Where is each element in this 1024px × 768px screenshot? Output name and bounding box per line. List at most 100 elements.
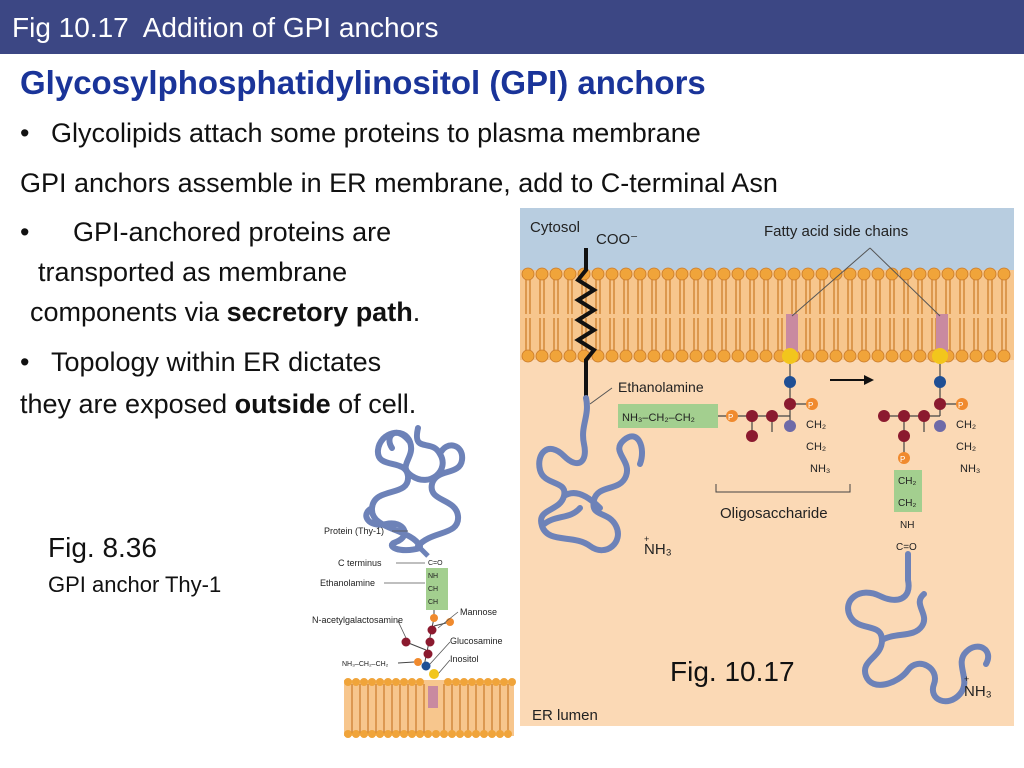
transmembrane-helix [574,248,598,398]
inositol-dot [429,669,439,679]
label-nacetylgalactosamine: N-acetylgalactosamine [312,615,403,625]
label-protein: Protein (Thy-1) [324,526,384,536]
bullet-3-text-3a: components via [30,297,227,327]
phosphate-dot [430,614,438,622]
bullet-3-line-3: components via secretory path. [30,297,420,328]
nh3-2: NH₃ [960,463,980,475]
fig-836-caption: Fig. 8.36 [48,532,157,563]
cytosol-region [520,208,1014,270]
label-ethanolamine-formula: NH₃–CH₂–CH₂ [342,661,389,668]
mannose-dot-1 [427,625,437,635]
plus-sign-1: + [644,534,649,544]
inositol-dot-2 [932,348,948,364]
nacetyl-dot-2 [934,420,946,432]
bullet-3-text-1: GPI-anchored proteins are [72,217,392,247]
mannose-dot-2e [898,430,910,442]
label-nh3-free: NH₃ [644,541,672,558]
nacetyl-dot [401,637,411,647]
nacetyl-dot-1 [784,420,796,432]
label-er-lumen: ER lumen [532,707,598,724]
bullet-4-text-2a: they are exposed [20,389,235,419]
thy1-protein-chain [363,425,466,554]
bullet-1-text: Glycolipids attach some proteins to plas… [50,118,701,148]
phosphate-dot-2b [956,398,968,410]
ch2-v1: CH₂ [898,476,916,487]
fig-836-diagram: Protein (Thy-1) C terminus C=O NH CH CH … [312,425,516,738]
label-nh3-bottom: NH₃ [964,683,992,700]
line-2: GPI anchors assemble in ER membrane, add… [20,168,778,198]
ch2-2b: CH₂ [956,441,976,453]
label-cytosol: Cytosol [530,219,580,236]
glucosamine-dot [421,661,431,671]
label-ch2-a: CH [428,586,438,593]
mannose-dot-1d [746,430,758,442]
fig-1017-diagram: Fatty acid side chains Cytosol COO⁻ NH₃ … [520,208,1014,726]
label-mannose: Mannose [460,607,497,617]
ethanolamine-box-2 [894,470,922,512]
mannose-dot-1b [766,410,778,422]
nh3-1: NH₃ [810,463,830,475]
fatty-acid-chain-2 [936,314,948,352]
phosphate-dot-2c [898,452,910,464]
label-ch2-b: CH [428,599,438,606]
p-label-2b: P [958,401,963,410]
protein-1-chain [536,395,645,554]
plus-sign-2: + [964,674,969,684]
mannose-dot-4 [423,649,433,659]
label-inositol: Inositol [450,654,479,664]
label-glucosamine: Glucosamine [450,636,503,646]
bullet-3-line-1: • GPI-anchored proteins are [20,217,391,248]
ethanolamine-box-1 [618,404,718,428]
ch2-2a: CH₂ [956,419,976,431]
mannose-dot-2d [934,398,946,410]
phosphate-dot-2 [414,658,422,666]
bullet-4-line-2: they are exposed outside of cell. [20,389,416,420]
label-ethanolamine: Ethanolamine [320,578,375,588]
secretory-path-bold: secretory path [226,297,413,327]
fig-1017-caption: Fig. 10.17 [670,656,795,687]
bullet-marker: • [20,347,30,377]
label-oligosaccharide: Oligosaccharide [720,505,828,522]
label-ethanolamine: Ethanolamine [618,379,704,395]
slide-title: Fig 10.17 Addition of GPI anchors [12,12,439,43]
p-label-1b: P [808,401,813,410]
phosphate-dot-1b [806,398,818,410]
p-label-1: P [728,413,733,422]
inositol-dot-1 [782,348,798,364]
mannose-dot-2a [878,410,890,422]
ethanolamine-formula-1: NH₃–CH₂–CH₂ [622,412,695,424]
fig-836-subcaption: GPI anchor Thy-1 [48,572,222,597]
phosphate-dot-1 [726,410,738,422]
p-label-2c: P [900,455,905,464]
ch2-v2: CH₂ [898,498,916,509]
label-co: C=O [428,560,443,567]
mannose-dot-1c [784,398,796,410]
mannose-dot-2b [898,410,910,422]
nh-v: NH [900,520,914,531]
fig-836-membrane [344,678,516,738]
bullet-3-text-3c: . [412,297,421,327]
ch2-1b: CH₂ [806,441,826,453]
label-c-terminus: C terminus [338,558,382,568]
bullet-4-text-1: Topology within ER dictates [50,347,382,377]
mannose-dot-2 [446,618,454,626]
glucosamine-dot-2 [934,376,946,388]
glucosamine-dot-1 [784,376,796,388]
label-fatty-acid-side-chains: Fatty acid side chains [764,223,908,240]
ch2-1a: CH₂ [806,419,826,431]
protein-2-chain [845,551,991,705]
bullet-marker: • [20,217,30,247]
bullet-marker: • [20,118,30,148]
title-bar: Fig 10.17 Addition of GPI anchors [0,0,1024,54]
ethanolamine-box [426,568,448,610]
mannose-dot-1a [746,410,758,422]
er-membrane [520,267,1014,363]
co-v: C=O [896,542,917,553]
label-nh: NH [428,573,438,580]
bullet-1: • Glycolipids attach some proteins to pl… [20,118,701,149]
mannose-dot-3 [425,637,435,647]
label-coo: COO⁻ [596,231,638,248]
slide-heading: Glycosylphosphatidylinositol (GPI) ancho… [20,64,706,101]
mannose-dot-2c [918,410,930,422]
outside-bold: outside [234,389,331,419]
